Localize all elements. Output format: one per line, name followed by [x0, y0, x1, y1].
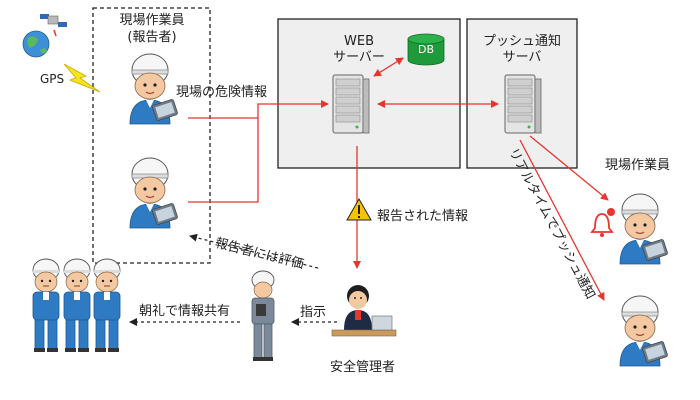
web-server-line-2: サーバー	[333, 50, 385, 65]
team-worker-3	[93, 258, 121, 353]
team-worker-1	[32, 258, 60, 353]
db-label: DB	[417, 43, 435, 56]
reporter-worker-1	[129, 53, 179, 125]
web-db-arrow	[373, 57, 404, 77]
reporter-dashed-box	[92, 7, 211, 264]
safety-manager-label: 安全管理者	[330, 360, 396, 375]
push-worker-1-arrow	[529, 135, 609, 201]
web-server-label: WEB サーバー	[316, 34, 402, 66]
notified-worker-1	[619, 193, 669, 265]
safety-manager-icon	[331, 285, 397, 337]
push-worker-2-arrow	[519, 139, 605, 301]
bell-icon	[590, 208, 615, 237]
push-server-line-1: プッシュ通知	[482, 34, 561, 49]
reporter-box-title: 現場作業員 (報告者)	[108, 12, 196, 46]
reported-info-label: 報告された情報	[377, 209, 469, 224]
reporter-title-line-2: (報告者)	[127, 30, 177, 45]
web-server-line-1: WEB	[344, 34, 374, 49]
warning-icon	[346, 197, 372, 221]
instruction-label: 指示	[300, 305, 327, 320]
notified-worker-label: 現場作業員	[605, 158, 671, 173]
supervisor-icon	[251, 270, 275, 361]
web-server-icon	[332, 74, 370, 134]
gps-label: GPS	[40, 72, 65, 86]
reporter-link-2	[188, 100, 329, 203]
danger-info-label: 現場の危険情報	[176, 85, 268, 100]
reporter-worker-2	[129, 157, 179, 229]
gps-satellite-icon	[22, 14, 67, 58]
lightning-icon	[63, 63, 101, 93]
db-icon	[407, 33, 445, 66]
evaluation-arrow	[189, 233, 319, 269]
push-server-icon	[504, 74, 542, 134]
push-server-line-2: サーバ	[502, 50, 542, 65]
push-server-label: プッシュ通知 サーバ	[476, 34, 568, 66]
team-worker-2	[63, 258, 91, 353]
notified-worker-2	[619, 295, 669, 367]
reporter-title-line-1: 現場作業員	[119, 13, 185, 28]
morning-meeting-label: 朝礼で情報共有	[139, 304, 231, 319]
